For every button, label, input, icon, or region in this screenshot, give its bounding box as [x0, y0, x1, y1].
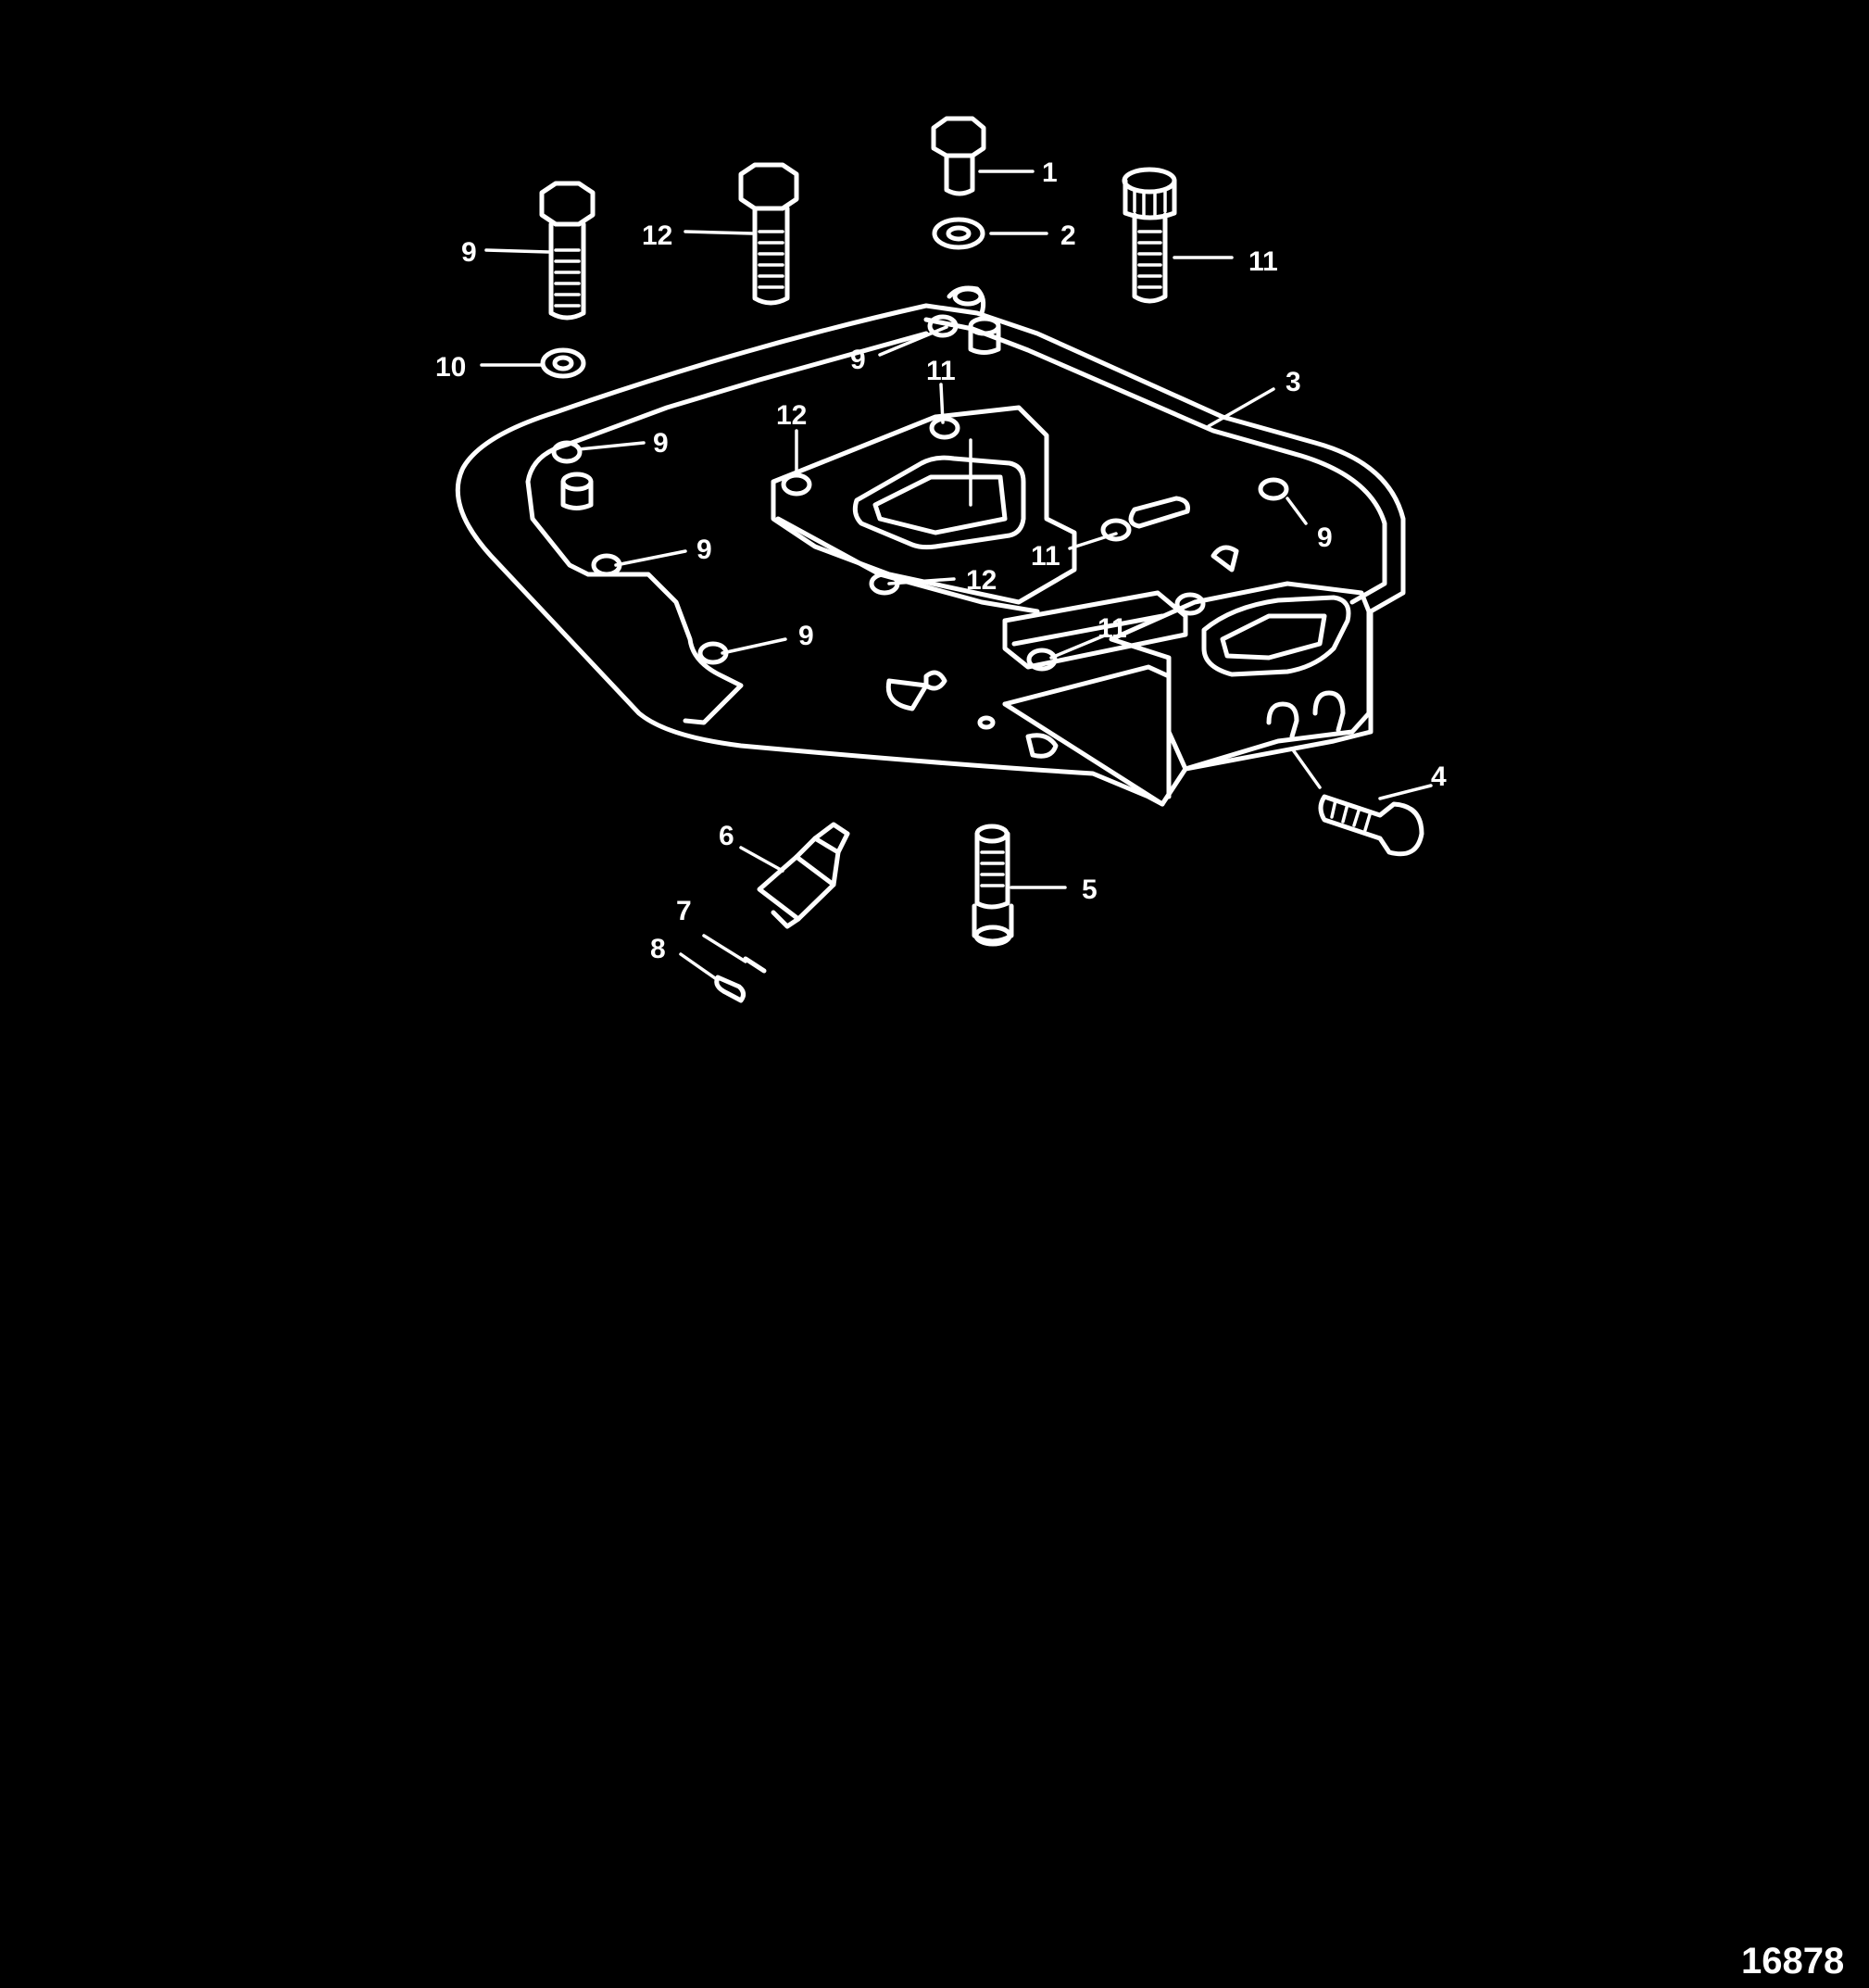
screw-4	[1318, 794, 1424, 857]
callout-11: 11	[926, 356, 956, 386]
washer-2	[932, 217, 985, 250]
adapter-plate	[455, 285, 1406, 807]
screw-5	[972, 824, 1014, 947]
pin-7	[702, 934, 767, 974]
leader-lines	[480, 170, 1433, 889]
bolt-9	[539, 181, 596, 321]
callout-11: 11	[1098, 613, 1127, 644]
cap-screw-11	[1122, 167, 1177, 304]
callout-12: 12	[642, 220, 672, 251]
callout-1: 1	[1042, 157, 1058, 188]
bolt-holes	[551, 314, 1289, 672]
callout-9: 9	[798, 621, 814, 651]
callout-9: 9	[461, 237, 477, 268]
pin-8	[679, 952, 746, 1003]
callout-12: 12	[776, 400, 807, 431]
sensor-6	[757, 822, 850, 929]
callout-9: 9	[696, 535, 712, 565]
callout-9: 9	[850, 345, 866, 375]
dowel-pins	[560, 285, 1001, 510]
callout-6: 6	[719, 821, 734, 851]
callout-3: 3	[1286, 367, 1301, 397]
callout-4: 4	[1431, 761, 1447, 792]
nut-10	[540, 347, 586, 379]
callout-labels: 1 2 11 9 12 10 9 11 3 12 9 9 11 9 12 9 1…	[435, 157, 1447, 964]
callout-5: 5	[1082, 874, 1098, 905]
bolt-12	[738, 162, 799, 306]
figure-number: 16878	[1741, 1941, 1844, 1982]
callout-9: 9	[1317, 522, 1333, 553]
bolt-1	[931, 116, 986, 196]
callout-8: 8	[650, 934, 666, 964]
callout-9: 9	[653, 428, 669, 459]
callout-11: 11	[1031, 541, 1060, 572]
callout-10: 10	[435, 352, 466, 383]
callout-11: 11	[1248, 246, 1278, 277]
callout-12: 12	[966, 565, 997, 596]
callout-7: 7	[676, 896, 692, 926]
callout-2: 2	[1060, 220, 1076, 251]
